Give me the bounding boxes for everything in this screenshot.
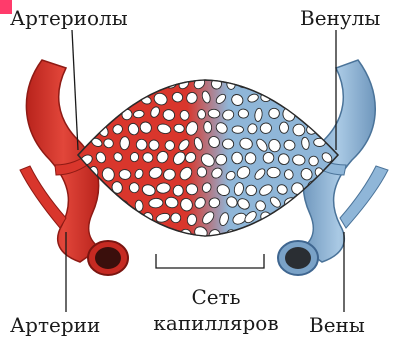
label-venules: Венулы [300, 8, 380, 28]
label-capillary-network-line2: капилляров [141, 313, 291, 333]
capillary-cell [313, 75, 327, 89]
capillary-cell [300, 109, 313, 122]
capillary-cell [335, 183, 348, 198]
capillary-cell [285, 227, 297, 239]
capillary-cell [306, 95, 319, 105]
label-arterioles: Артериолы [10, 8, 128, 28]
capillary-cell [173, 185, 184, 196]
capillary-cell [291, 212, 307, 227]
capillary-cell [171, 213, 181, 223]
capillary-cell [275, 210, 292, 227]
capillary-bracket [156, 254, 264, 268]
capillary-cell [119, 226, 132, 241]
capillary-cell [120, 136, 130, 149]
capillary-cell [105, 79, 112, 91]
capillary-cell [146, 223, 164, 241]
capillary-cell [321, 91, 337, 106]
capillary-cell [109, 96, 123, 105]
capillary-cell [150, 80, 160, 91]
label-veins: Вены [309, 315, 365, 335]
capillary-cell [97, 213, 112, 225]
label-capillary-network-line1: Сеть [141, 287, 291, 307]
capillary-cell [256, 77, 267, 90]
capillary-cell [119, 80, 129, 90]
capillary-cell [269, 77, 283, 91]
capillary-cell [130, 74, 147, 90]
capillary-cell [269, 108, 280, 118]
capillary-cell [99, 92, 110, 106]
capillary-cell [127, 216, 138, 227]
capillary-cell [279, 122, 288, 133]
capillary-cell [299, 77, 314, 94]
capillary-cell [197, 167, 207, 178]
capillary-cell [222, 139, 234, 149]
capillary-cell [284, 75, 298, 89]
label-capillary-network: Сеть капилляров [141, 287, 291, 333]
capillary-cell [310, 107, 327, 124]
capillary-cell [82, 123, 96, 136]
capillary-cell [270, 228, 282, 240]
capillary-cell [197, 109, 205, 119]
capillary-cell [107, 229, 118, 237]
capillary-cell [267, 167, 280, 178]
capillary-cell [204, 121, 212, 133]
arterioles-leader [72, 30, 78, 150]
capillary-cell [290, 92, 305, 106]
capillary-cell [75, 79, 85, 90]
capillary-cell [89, 108, 101, 122]
capillary-cell [78, 92, 92, 104]
capillary-cell [328, 80, 342, 90]
capillary-cell [245, 152, 256, 164]
capillary-cell [293, 124, 305, 136]
label-arteries: Артерии [10, 315, 100, 335]
capillary-cell [232, 126, 243, 133]
capillary-cell [253, 226, 267, 239]
capillary-cell [136, 226, 148, 238]
capillary-cell [110, 212, 127, 229]
capillary-cell [105, 198, 117, 211]
capillary-cell [88, 74, 101, 90]
capillary-cell [72, 104, 87, 121]
